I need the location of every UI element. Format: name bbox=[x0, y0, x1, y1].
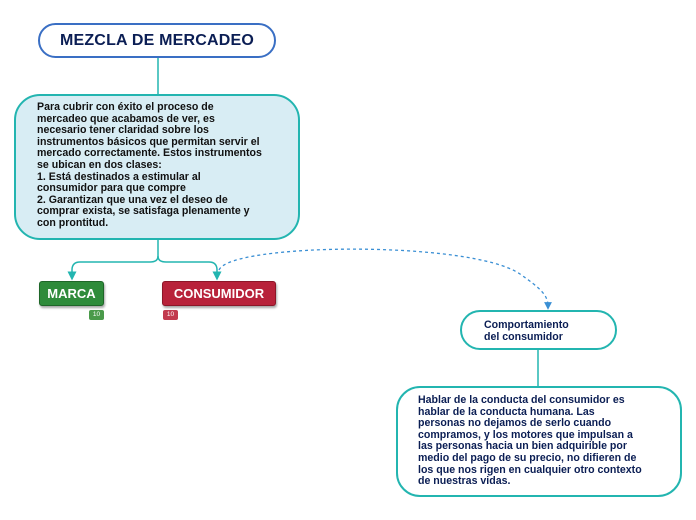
title-node[interactable]: MEZCLA DE MERCADEO bbox=[38, 23, 276, 58]
intro-line: mercadeo que acabamos de ver, es bbox=[37, 112, 215, 125]
intro-line: 2. Garantizan que una vez el deseo de bbox=[37, 193, 228, 206]
intro-line: necesario tener claridad sobre los bbox=[37, 124, 209, 137]
comportamiento-line: Comportamiento bbox=[484, 319, 569, 331]
intro-line: instrumentos básicos que permitan servir… bbox=[37, 135, 260, 148]
marca-count-badge[interactable]: 10 bbox=[89, 310, 104, 320]
conducta-line: las personas hacia un bien adquirible po… bbox=[418, 440, 627, 453]
intro-line: 1. Está destinados a estimular al bbox=[37, 170, 201, 183]
conducta-line: compramos, y los motores que impulsan a bbox=[418, 428, 633, 441]
consumidor-node[interactable]: CONSUMIDOR bbox=[162, 281, 276, 306]
consumidor-label: CONSUMIDOR bbox=[173, 286, 265, 301]
conducta-line: de nuestras vidas. bbox=[418, 475, 511, 488]
marca-node[interactable]: MARCA bbox=[39, 281, 104, 306]
conducta-node[interactable]: Hablar de la conducta del consumidor es … bbox=[396, 386, 682, 497]
conducta-line: personas no dejamos de serlo cuando bbox=[418, 417, 612, 430]
intro-line: comprar exista, se satisfaga plenamente … bbox=[37, 205, 250, 218]
intro-node[interactable]: Para cubrir con éxito el proceso de merc… bbox=[14, 94, 300, 240]
marca-label: MARCA bbox=[47, 286, 96, 301]
connector-intro-to-consumidor bbox=[157, 255, 222, 281]
intro-line: se ubican en dos clases: bbox=[37, 158, 162, 171]
conducta-line: hablar de la conducta humana. Las bbox=[418, 405, 595, 418]
conducta-line: Hablar de la conducta del consumidor es bbox=[418, 394, 625, 406]
comportamiento-node[interactable]: Comportamiento del consumidor bbox=[460, 310, 617, 350]
consumidor-count-badge[interactable]: 10 bbox=[163, 310, 178, 320]
intro-line: con prontitud. bbox=[37, 216, 109, 229]
intro-line: mercado correctamente. Estos instrumento… bbox=[37, 147, 262, 160]
conducta-line: los que nos rigen en cualquier otro cont… bbox=[418, 463, 642, 476]
intro-line: Para cubrir con éxito el proceso de bbox=[37, 101, 214, 113]
comportamiento-line: del consumidor bbox=[484, 331, 563, 343]
connector-intro-to-marca bbox=[67, 240, 159, 281]
conducta-line: medio del pago de su precio, no difieren… bbox=[418, 451, 637, 464]
title-text: MEZCLA DE MERCADEO bbox=[59, 31, 255, 49]
intro-line: consumidor para que compre bbox=[37, 182, 186, 195]
